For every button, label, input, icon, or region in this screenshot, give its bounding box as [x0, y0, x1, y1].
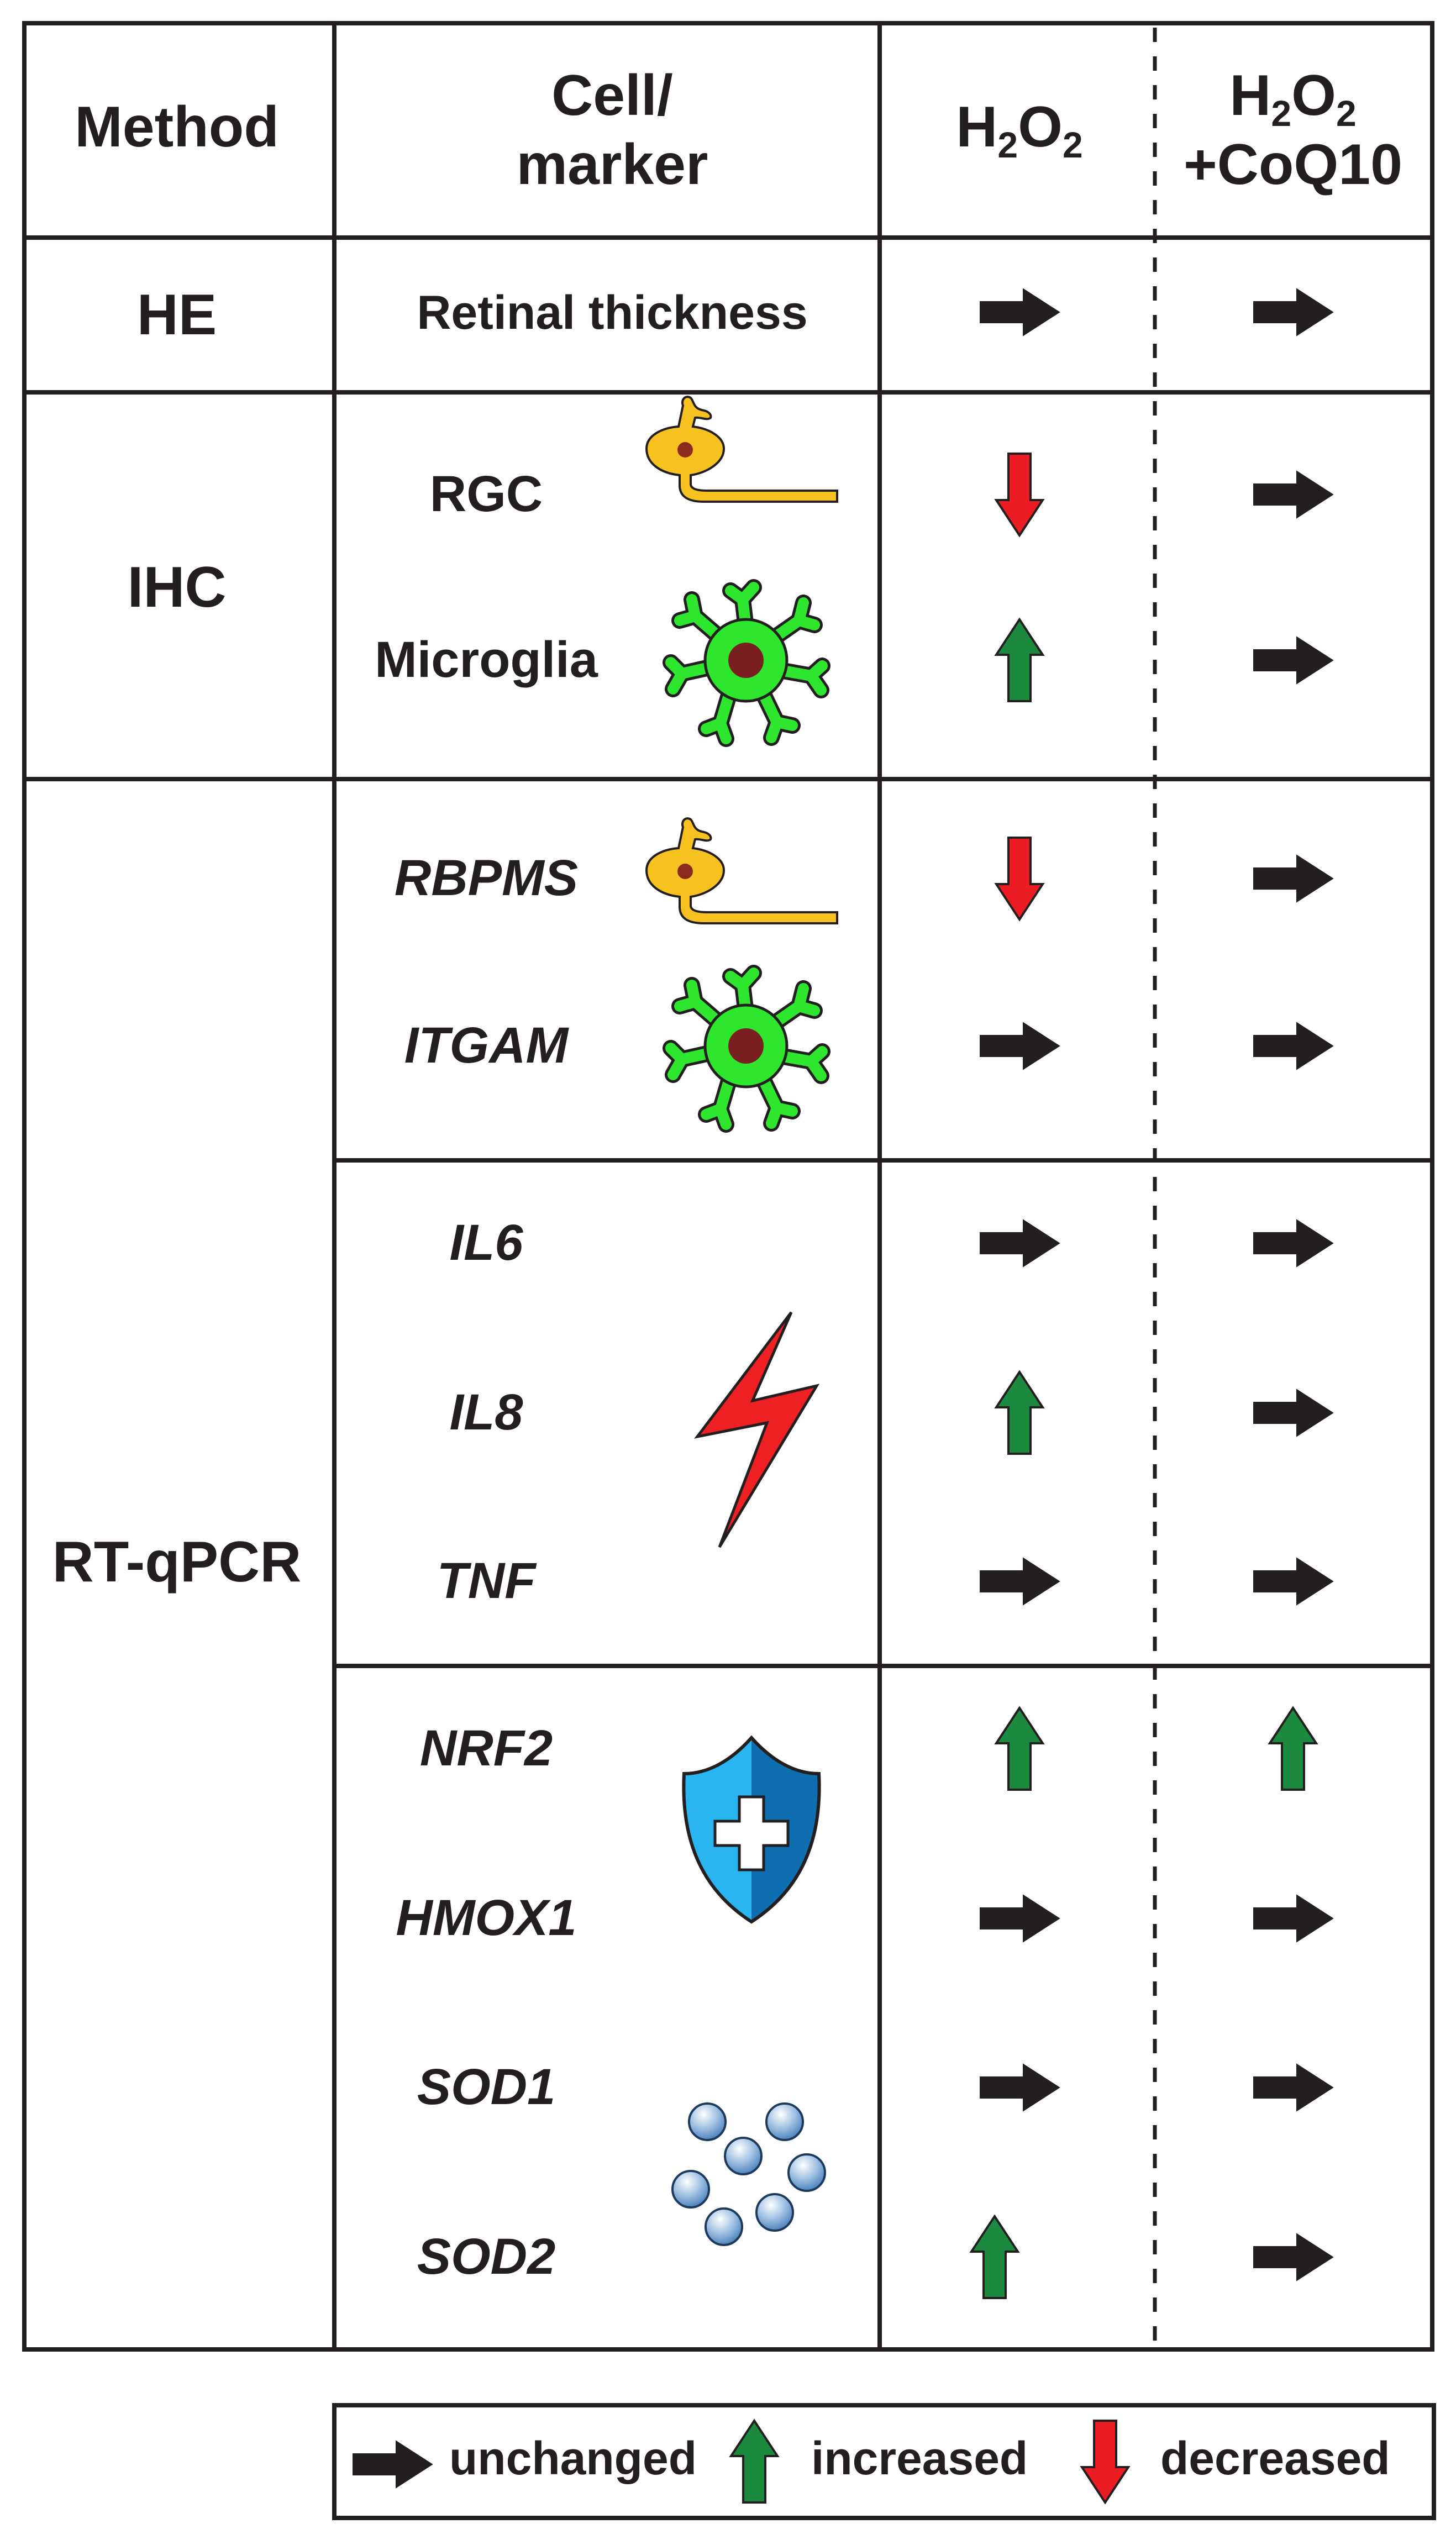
- rgc-neuron-icon: [645, 817, 838, 924]
- table-header: Method Cell/ marker H2O2 H2O2 +CoQ10: [75, 64, 1402, 197]
- coq10-unchanged-arrow-icon: [1253, 1389, 1334, 1437]
- coq10-unchanged-arrow-icon: [1253, 2063, 1334, 2112]
- h2o2-increased-arrow-icon: [994, 617, 1045, 702]
- h2o2-increased-arrow-icon: [969, 2214, 1020, 2299]
- legend-arrows: [353, 2418, 1131, 2505]
- h2o2-unchanged-arrow-icon: [980, 1894, 1060, 1943]
- h2o2-unchanged-arrow-icon: [980, 1219, 1060, 1268]
- marker-label: TNF: [437, 1553, 538, 1609]
- marker-label: IL6: [450, 1214, 524, 1271]
- header-h2o2: H2O2: [956, 95, 1082, 165]
- coq10-unchanged-arrow-icon: [1253, 470, 1334, 519]
- header-h2o2-coq10-line2: +CoQ10: [1184, 133, 1402, 197]
- marker-label: RBPMS: [395, 850, 578, 906]
- coq10-unchanged-arrow-icon: [1253, 636, 1334, 685]
- legend-decreased-label: decreased: [1160, 2432, 1390, 2484]
- change-arrows: [969, 288, 1334, 2299]
- h2o2-increased-arrow-icon: [994, 1706, 1045, 1791]
- marker-label: SOD2: [417, 2228, 556, 2285]
- coq10-unchanged-arrow-icon: [1253, 288, 1334, 337]
- method-rt-qpcr: RT-qPCR: [52, 1530, 302, 1594]
- h2o2-decreased-arrow-icon: [994, 453, 1045, 538]
- coq10-unchanged-arrow-icon: [1253, 1219, 1334, 1268]
- header-cell-line2: marker: [517, 133, 708, 197]
- legend-increased-label: increased: [811, 2432, 1028, 2484]
- coq10-unchanged-arrow-icon: [1253, 1022, 1334, 1070]
- microglia-icon: [663, 965, 831, 1133]
- legend: unchanged increased decreased: [332, 2403, 1436, 2520]
- h2o2-decreased-arrow-icon: [994, 837, 1045, 922]
- coq10-increased-arrow-icon: [1268, 1706, 1318, 1791]
- table-outline: [22, 21, 1434, 2352]
- h2o2-increased-arrow-icon: [994, 1370, 1045, 1455]
- coq10-unchanged-arrow-icon: [1253, 854, 1334, 903]
- coq10-unchanged-arrow-icon: [1253, 1557, 1334, 1606]
- h2o2-unchanged-arrow-icon: [980, 1557, 1060, 1606]
- header-h2o2-coq10-line1: H2O2: [1229, 64, 1356, 134]
- table-grid: [22, 21, 1434, 2352]
- marker-label: NRF2: [420, 1720, 553, 1776]
- legend-increased-arrow-icon: [729, 2418, 780, 2504]
- lightning-bolt-icon: [694, 1311, 820, 1548]
- legend-box: [332, 2403, 1436, 2520]
- marker-label: Retinal thickness: [417, 286, 807, 339]
- marker-label: ITGAM: [404, 1017, 570, 1074]
- coq10-unchanged-arrow-icon: [1253, 2233, 1334, 2281]
- legend-decreased-arrow-icon: [1080, 2420, 1131, 2505]
- marker-label: HMOX1: [396, 1890, 576, 1946]
- header-method: Method: [75, 95, 279, 159]
- marker-label: SOD1: [417, 2059, 556, 2115]
- method-ihc: IHC: [127, 555, 226, 619]
- marker-label: IL8: [450, 1384, 524, 1440]
- marker-label: Microglia: [375, 632, 598, 688]
- rgc-neuron-icon: [645, 396, 838, 503]
- h2o2-unchanged-arrow-icon: [980, 2063, 1060, 2112]
- h2o2-unchanged-arrow-icon: [980, 288, 1060, 337]
- marker-label: RGC: [430, 466, 543, 522]
- antioxidant-spheres-icon: [671, 2102, 826, 2246]
- method-labels: HE IHC RT-qPCR: [52, 283, 302, 1594]
- legend-unchanged-label: unchanged: [449, 2432, 697, 2484]
- h2o2-unchanged-arrow-icon: [980, 1022, 1060, 1070]
- coq10-unchanged-arrow-icon: [1253, 1894, 1334, 1943]
- microglia-icon: [663, 579, 831, 747]
- shield-cross-icon: [682, 1735, 821, 1924]
- method-he: HE: [137, 283, 217, 347]
- header-cell-line1: Cell/: [551, 64, 673, 128]
- legend-unchanged-arrow-icon: [353, 2440, 433, 2489]
